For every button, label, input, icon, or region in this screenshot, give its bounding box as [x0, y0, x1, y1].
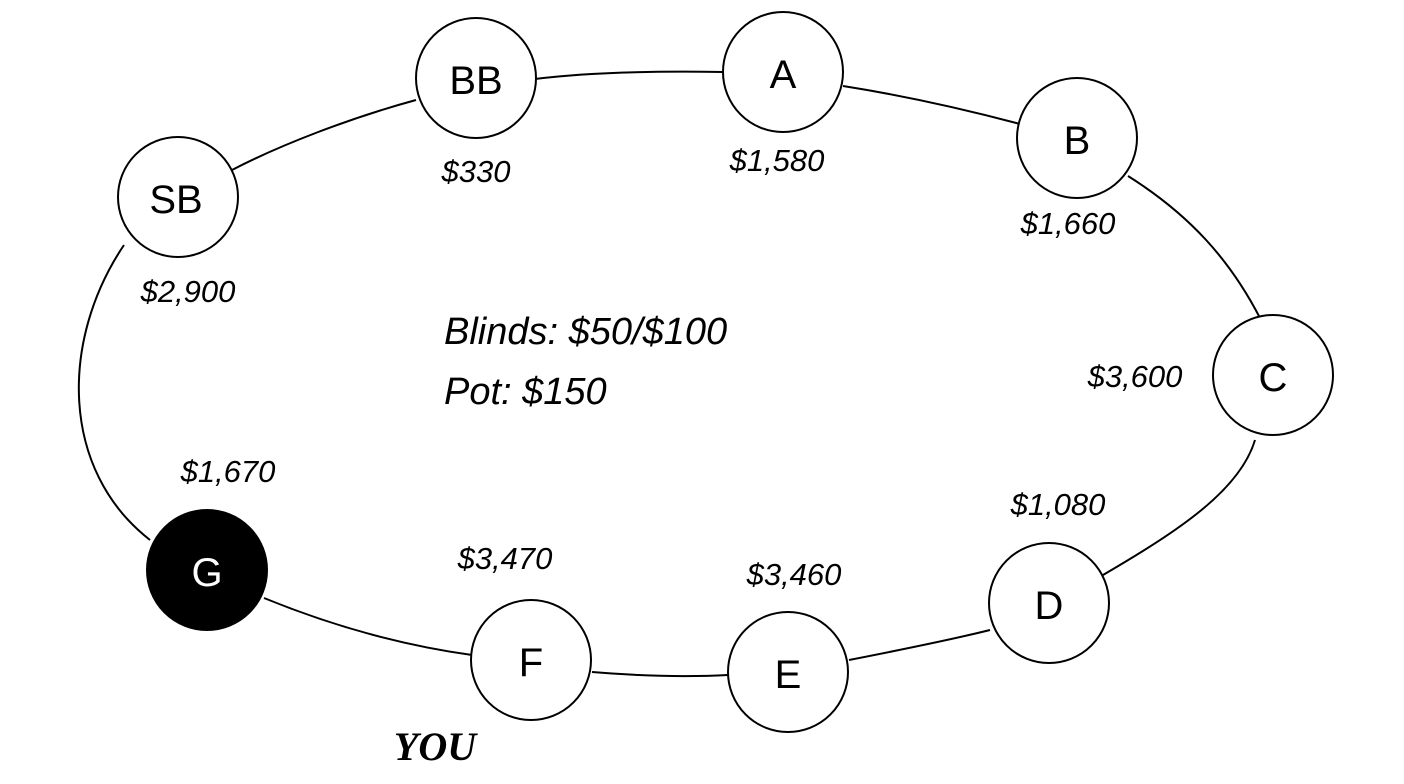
seat-bb[interactable]: BB	[415, 17, 537, 139]
seat-label: F	[519, 641, 543, 685]
seat-circle	[415, 17, 537, 139]
seat-label: E	[775, 653, 802, 697]
seat-label: B	[1064, 119, 1091, 163]
seat-b[interactable]: B	[1016, 77, 1138, 199]
you-label: YOU	[394, 724, 478, 769]
seat-label: A	[770, 53, 797, 97]
seat-f-hero[interactable]: F	[470, 599, 592, 721]
seat-circle	[470, 599, 592, 721]
stack-amount: $1,080	[1010, 487, 1106, 522]
seat-label: C	[1259, 356, 1288, 400]
seat-circle	[722, 11, 844, 133]
stack-amount: $330	[441, 154, 511, 189]
blinds-text: Blinds: $50/$100	[444, 311, 727, 353]
stack-amount: $3,460	[746, 557, 842, 592]
seat-sb[interactable]: SB	[117, 136, 239, 258]
stack-amount: $1,670	[180, 454, 276, 489]
pot-text: Pot: $150	[444, 371, 607, 413]
stack-amount: $1,580	[729, 143, 825, 178]
seat-g-highlighted[interactable]: G	[146, 509, 268, 631]
seat-label: SB	[149, 178, 202, 222]
seat-circle	[988, 542, 1110, 664]
stack-amount: $3,470	[457, 541, 553, 576]
seat-circle	[727, 611, 849, 733]
stack-amount: $1,660	[1020, 206, 1116, 241]
seat-d[interactable]: D	[988, 542, 1110, 664]
seat-circle	[1016, 77, 1138, 199]
seat-label: G	[191, 551, 222, 595]
table-outline	[77, 70, 1261, 677]
stack-amount: $3,600	[1087, 359, 1183, 394]
seat-label: D	[1035, 584, 1064, 628]
stack-amount: $2,900	[140, 274, 236, 309]
seat-circle	[1212, 314, 1334, 436]
seat-c[interactable]: C	[1212, 314, 1334, 436]
seat-a[interactable]: A	[722, 11, 844, 133]
seat-circle	[117, 136, 239, 258]
seat-label: BB	[449, 59, 502, 103]
seat-circle	[146, 509, 268, 631]
seat-e[interactable]: E	[727, 611, 849, 733]
